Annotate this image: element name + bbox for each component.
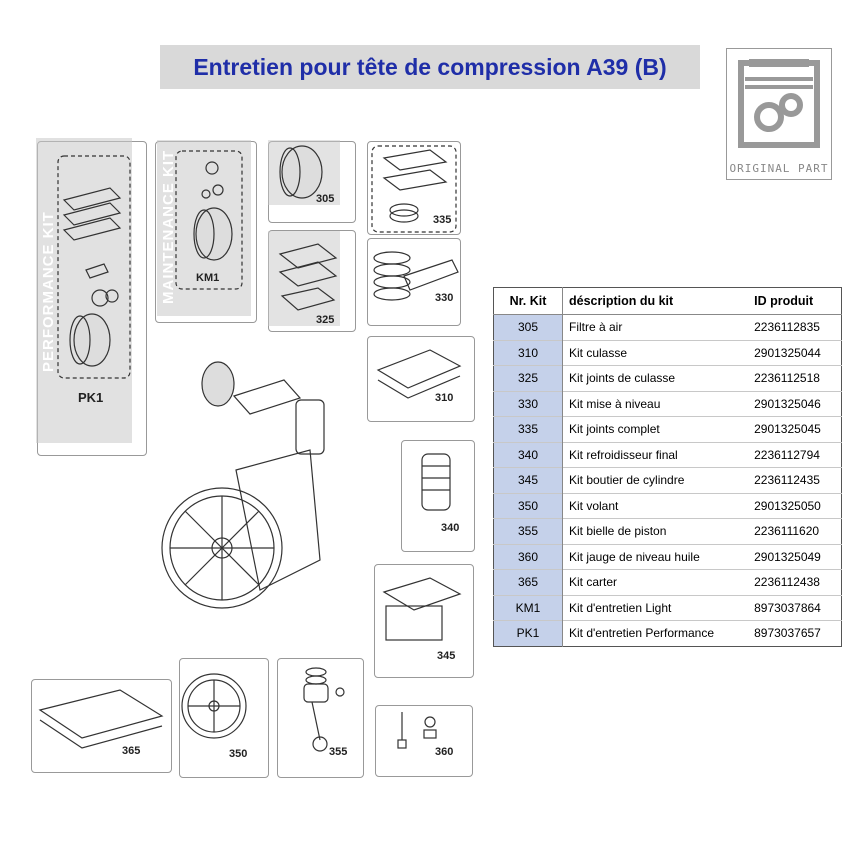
part-label-335: 335	[433, 214, 452, 226]
part-box-355	[277, 658, 364, 778]
kits-table: Nr. Kit déscription du kit ID produit 30…	[493, 287, 842, 647]
part-box-345	[374, 564, 474, 678]
cell-product-id: 2236112435	[748, 467, 842, 493]
header-nr-kit: Nr. Kit	[493, 287, 563, 315]
cell-product-id: 2901325046	[748, 390, 842, 417]
gear-box-icon	[738, 59, 820, 148]
cell-product-id: 2236112518	[748, 365, 842, 391]
cell-description: Kit culasse	[562, 339, 749, 366]
part-label-365: 365	[122, 745, 141, 757]
cell-description: Kit mise à niveau	[562, 390, 749, 417]
header-product-id: ID produit	[748, 287, 842, 315]
cell-description: Filtre à air	[562, 314, 749, 340]
performance-kit-band	[36, 138, 132, 443]
part-label-350: 350	[229, 748, 248, 760]
part-label-325: 325	[316, 314, 335, 326]
table-header-row: Nr. Kit déscription du kit ID produit	[493, 287, 842, 315]
cell-product-id: 2901325050	[748, 492, 842, 519]
cell-description: Kit d'entretien Light	[562, 594, 749, 621]
cell-nr: 355	[493, 518, 563, 544]
cell-product-id: 2901325044	[748, 339, 842, 366]
cell-nr: 330	[493, 390, 563, 417]
cell-product-id: 2236111620	[748, 518, 842, 544]
cell-nr: 360	[493, 543, 563, 570]
pk1-label: PK1	[78, 390, 104, 405]
cell-nr: 340	[493, 441, 563, 468]
cell-description: Kit boutier de cylindre	[562, 467, 749, 493]
part-label-345: 345	[437, 650, 456, 662]
cell-product-id: 2236112438	[748, 569, 842, 595]
cell-nr: 345	[493, 467, 563, 493]
part-label-305: 305	[316, 193, 335, 205]
cell-description: Kit joints complet	[562, 416, 749, 442]
cell-product-id: 2901325049	[748, 543, 842, 570]
cell-product-id: 2236112794	[748, 441, 842, 468]
page-title: Entretien pour tête de compression A39 (…	[193, 53, 667, 80]
part-label-330: 330	[435, 292, 454, 304]
cell-product-id: 8973037657	[748, 620, 842, 646]
cell-nr: PK1	[493, 620, 563, 646]
part-label-360: 360	[435, 746, 454, 758]
logo-label: ORIGINAL PART	[729, 162, 829, 175]
header-description: déscription du kit	[562, 287, 749, 315]
cell-nr: KM1	[493, 594, 563, 621]
cell-product-id: 2901325045	[748, 416, 842, 442]
part-label-310: 310	[435, 392, 454, 404]
cell-description: Kit joints de culasse	[562, 365, 749, 391]
cell-nr: 310	[493, 339, 563, 366]
gasket-drawing	[62, 187, 122, 307]
part-box-350	[179, 658, 269, 778]
cell-product-id: 2236112835	[748, 314, 842, 340]
cell-description: Kit refroidisseur final	[562, 441, 749, 468]
cell-description: Kit jauge de niveau huile	[562, 543, 749, 570]
cell-product-id: 8973037864	[748, 594, 842, 621]
cell-description: Kit d'entretien Performance	[562, 620, 749, 646]
page-title-banner: Entretien pour tête de compression A39 (…	[160, 45, 700, 89]
cell-description: Kit volant	[562, 492, 749, 519]
km1-label: KM1	[196, 272, 220, 284]
part-label-355: 355	[329, 746, 348, 758]
cell-nr: 325	[493, 365, 563, 391]
part-box-310	[367, 336, 475, 422]
cell-nr: 305	[493, 314, 563, 340]
original-part-logo: ORIGINAL PART	[726, 48, 832, 180]
part-box-340	[401, 440, 475, 552]
cell-description: Kit carter	[562, 569, 749, 595]
cell-description: Kit bielle de piston	[562, 518, 749, 544]
cell-nr: 335	[493, 416, 563, 442]
cell-nr: 350	[493, 492, 563, 519]
part-box-360	[375, 705, 473, 777]
cell-nr: 365	[493, 569, 563, 595]
part-label-340: 340	[441, 522, 460, 534]
